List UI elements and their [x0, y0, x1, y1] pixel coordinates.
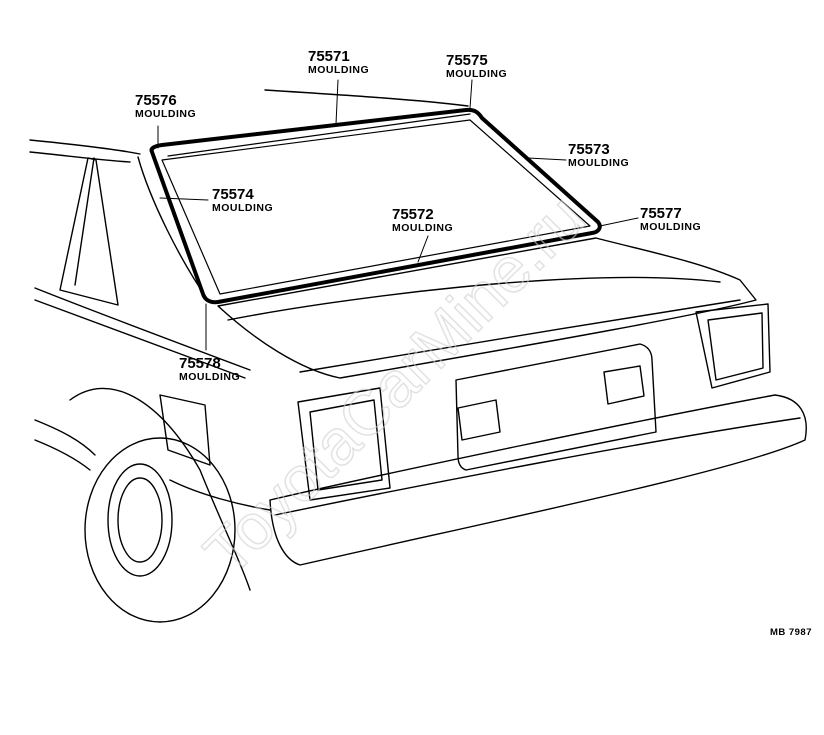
side-window — [59, 157, 119, 306]
part-label-75577: 75577 MOULDING — [640, 206, 701, 233]
part-label-75576: 75576 MOULDING — [135, 93, 196, 120]
leader-75573 — [527, 157, 567, 161]
rear-bumper — [269, 394, 807, 566]
plate-lamp-right — [603, 365, 645, 405]
part-name: MOULDING — [568, 157, 630, 169]
rear-window-inner-edge — [161, 113, 591, 295]
roof-edge — [264, 89, 469, 107]
trunk-lid — [217, 237, 757, 379]
part-number: 75573 — [568, 141, 610, 158]
license-recess — [455, 343, 657, 471]
leader-75572 — [417, 235, 429, 263]
part-name: MOULDING — [179, 371, 241, 383]
part-label-75574: 75574 MOULDING — [212, 187, 273, 214]
part-label-75575: 75575 MOULDING — [446, 53, 507, 80]
part-number: 75578 — [179, 355, 221, 372]
drawing-code: MB 7987 — [769, 627, 812, 638]
leader-75575 — [469, 79, 473, 109]
part-number: 75572 — [392, 206, 434, 223]
left-tail-lamp — [297, 387, 391, 501]
part-label-75571: 75571 MOULDING — [308, 49, 369, 76]
part-number: 75576 — [135, 92, 177, 109]
part-number: 75571 — [308, 48, 350, 65]
part-label-75572: 75572 MOULDING — [392, 207, 453, 234]
part-name: MOULDING — [640, 221, 702, 233]
leader-75571 — [335, 79, 339, 125]
part-number: 75574 — [212, 186, 254, 203]
right-tail-lamp — [695, 303, 771, 389]
wheel-arch — [69, 387, 251, 591]
roof-side — [29, 139, 141, 155]
rear-wheel — [84, 437, 236, 623]
leader-75577 — [599, 217, 639, 227]
part-name: MOULDING — [446, 68, 508, 80]
plate-lamp-left — [457, 399, 501, 441]
part-name: MOULDING — [212, 202, 274, 214]
leader-75574 — [159, 197, 209, 201]
part-label-75578: 75578 MOULDING — [179, 356, 240, 383]
part-number: 75575 — [446, 52, 488, 69]
part-name: MOULDING — [308, 64, 370, 76]
part-number: 75577 — [640, 205, 682, 222]
part-name: MOULDING — [392, 222, 454, 234]
part-name: MOULDING — [135, 108, 197, 120]
part-label-75573: 75573 MOULDING — [568, 142, 629, 169]
side-marker — [159, 394, 211, 466]
